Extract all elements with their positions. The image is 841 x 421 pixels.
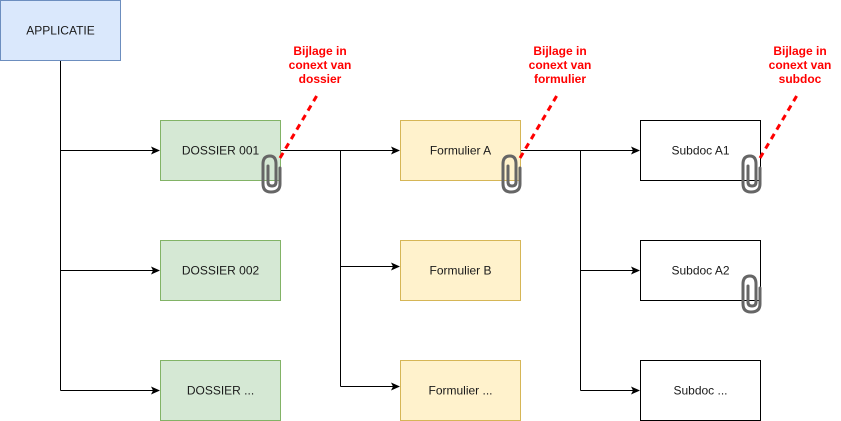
node-box bbox=[400, 360, 521, 421]
connector-formulier-trunk bbox=[520, 150, 581, 391]
paperclip-icon bbox=[501, 154, 522, 194]
annotation-dashed-line bbox=[518, 91, 561, 159]
annotation-text: conext van bbox=[289, 58, 352, 72]
annotation-text: conext van bbox=[529, 58, 592, 72]
node-subdocs-3[interactable]: Subdoc ... bbox=[640, 360, 761, 421]
node-subdocs-1[interactable]: Subdoc A1 bbox=[640, 120, 761, 181]
node-box bbox=[400, 120, 521, 181]
connector-dossier-trunk bbox=[280, 150, 341, 387]
annotation-text: Bijlage in bbox=[773, 44, 826, 58]
annotation-text: dossier bbox=[299, 72, 342, 86]
node-dossiers-2[interactable]: DOSSIER 002 bbox=[160, 240, 281, 301]
annotation-dashed-line bbox=[758, 91, 801, 159]
annotation-text: Bijlage in bbox=[293, 44, 346, 58]
node-label: Subdoc ... bbox=[673, 384, 727, 398]
node-label: Formulier A bbox=[430, 144, 491, 158]
node-applicatie[interactable]: APPLICATIE bbox=[0, 0, 121, 61]
node-box bbox=[640, 240, 761, 301]
paperclip-icon bbox=[261, 154, 282, 194]
node-label: DOSSIER 001 bbox=[182, 144, 260, 158]
annotation-text: formulier bbox=[534, 72, 586, 86]
node-box bbox=[400, 240, 521, 301]
node-formulieren-1[interactable]: Formulier A bbox=[400, 120, 521, 181]
node-box bbox=[160, 240, 281, 301]
node-formulieren-2[interactable]: Formulier B bbox=[400, 240, 521, 301]
node-label: Subdoc A2 bbox=[671, 264, 729, 278]
annotation-text: subdoc bbox=[779, 72, 822, 86]
node-dossiers-3[interactable]: DOSSIER ... bbox=[160, 360, 281, 421]
node-label: DOSSIER 002 bbox=[182, 264, 260, 278]
annotation-text: Bijlage in bbox=[533, 44, 586, 58]
node-box bbox=[640, 360, 761, 421]
node-subdocs-2[interactable]: Subdoc A2 bbox=[640, 240, 761, 301]
node-box bbox=[640, 120, 761, 181]
connectors bbox=[60, 60, 640, 395]
node-label: Formulier ... bbox=[428, 384, 492, 398]
attachments-layer bbox=[261, 154, 762, 314]
paperclip-icon bbox=[741, 274, 762, 314]
node-box bbox=[160, 120, 281, 181]
annotation-text: conext van bbox=[769, 58, 832, 72]
annotation-dashed-line bbox=[278, 91, 321, 159]
node-label: Subdoc A1 bbox=[671, 144, 729, 158]
node-dossiers-1[interactable]: DOSSIER 001 bbox=[160, 120, 281, 181]
node-label: APPLICATIE bbox=[26, 24, 94, 38]
node-label: DOSSIER ... bbox=[187, 384, 254, 398]
node-label: Formulier B bbox=[429, 264, 491, 278]
node-formulieren-3[interactable]: Formulier ... bbox=[400, 360, 521, 421]
paperclip-icon bbox=[741, 154, 762, 194]
